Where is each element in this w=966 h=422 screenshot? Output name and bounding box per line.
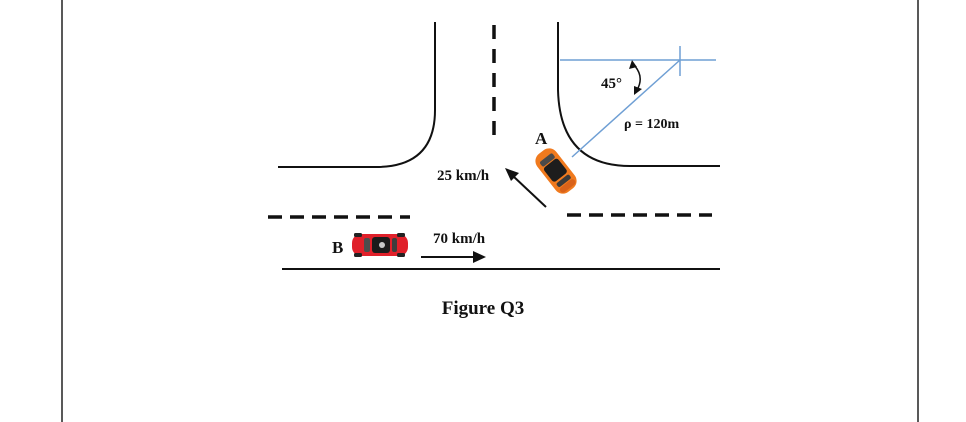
car-b [352, 233, 408, 257]
velocity-arrow-b [421, 251, 486, 263]
speed-a-label: 25 km/h [437, 168, 490, 184]
car-a-label: A [535, 129, 548, 148]
road-edge-right-curb [557, 22, 720, 167]
car-a [535, 148, 577, 194]
radius-label: ρ = 120m [624, 117, 679, 132]
velocity-arrow-a [505, 168, 547, 208]
angle-arc-45 [629, 60, 642, 95]
figure-caption: Figure Q3 [441, 298, 525, 319]
arrowhead-down [634, 86, 642, 95]
arrowhead-up [629, 60, 637, 69]
speed-b-label: 70 km/h [433, 231, 486, 247]
car-b-label: B [332, 238, 343, 257]
angle-label: 45° [601, 76, 622, 92]
road-edge-left-curb [278, 22, 436, 168]
radius-line [571, 59, 681, 158]
radius-construction [560, 46, 716, 158]
